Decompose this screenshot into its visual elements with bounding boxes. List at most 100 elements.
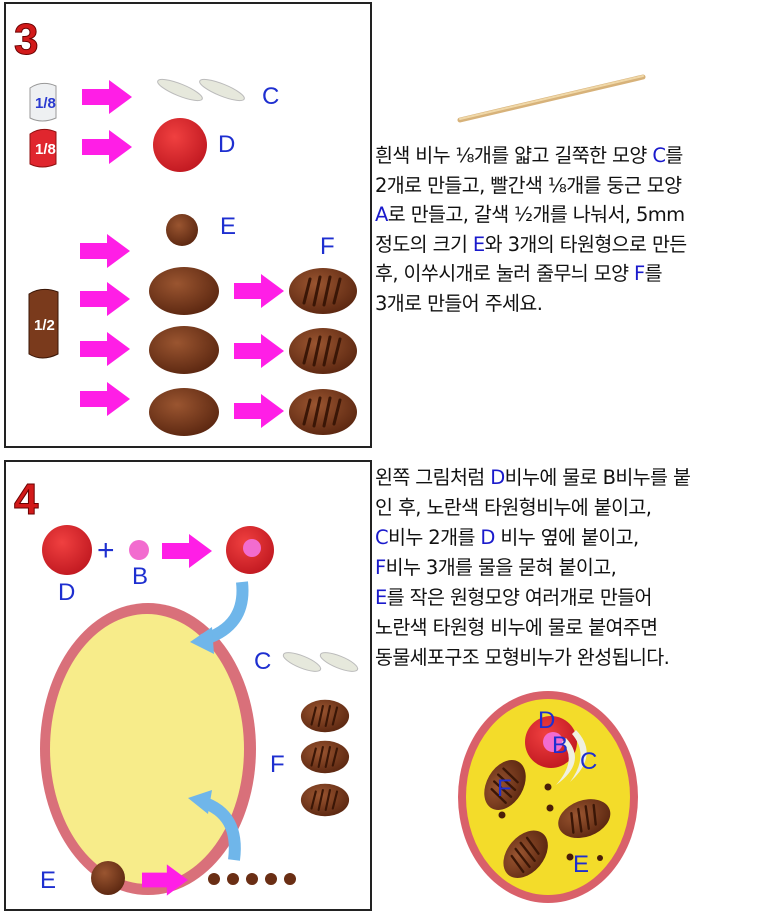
fraction-label: 1/8 <box>35 141 56 158</box>
description-text: 비누에 물로 B비누를 붙 <box>504 466 691 489</box>
arrow-icon <box>80 234 130 268</box>
highlighted-letter: D <box>480 526 495 549</box>
arrow-icon <box>82 130 132 164</box>
brown-oval <box>149 388 219 436</box>
model-label-f: F <box>497 775 512 802</box>
arrow-icon <box>234 274 284 308</box>
step-number: 4 <box>14 475 39 524</box>
red-disc-d <box>153 118 207 172</box>
arrow-icon <box>80 282 130 316</box>
arrow-icon <box>80 382 130 416</box>
curved-arrow-head <box>188 790 212 814</box>
description-text: 비누 2개를 <box>388 526 481 549</box>
label-d: D <box>218 131 235 158</box>
description-text: 를 <box>665 144 683 167</box>
step-4-illustration: 4 D + B C F E <box>14 475 359 896</box>
arrow-icon <box>234 334 284 368</box>
arrow-icon <box>162 534 212 568</box>
step-4-panel: 4 D + B C F E <box>4 460 372 911</box>
description-text: 2개로 만들고, 빨간색 ⅛개를 둥근 모양 <box>375 173 682 197</box>
brown-ball-e <box>91 861 125 895</box>
highlighted-letter: D <box>490 466 505 489</box>
brown-oval <box>149 326 219 374</box>
label-c: C <box>254 648 271 675</box>
description-text: 로 만들고, 갈색 ½개를 나눠서, 5mm <box>387 203 685 226</box>
model-label-c: C <box>580 748 597 775</box>
highlighted-letter: A <box>375 203 388 226</box>
plus-sign: + <box>97 534 115 567</box>
label-d: D <box>58 579 75 606</box>
step-3-illustration: 3 1/8 C 1/8 D E F 1/2 <box>14 15 358 436</box>
description-text: 노란색 타원형 비누에 물로 붙여주면 <box>375 616 658 639</box>
description-line: 흰색 비누 ⅛개를 얇고 길쭉한 모양 C를 <box>375 141 760 171</box>
description-text: 인 후, 노란색 타원형비누에 붙이고, <box>375 496 652 519</box>
cell-body-yellow <box>50 614 244 884</box>
striped-oval-f <box>288 388 358 436</box>
arrow-icon <box>234 394 284 428</box>
description-line: 3개로 만들어 주세요. <box>375 289 760 319</box>
description-line: A로 만들고, 갈색 ½개를 나눠서, 5mm <box>375 200 760 230</box>
description-line: E를 작은 원형모양 여러개로 만들어 <box>375 583 760 613</box>
fraction-label: 1/8 <box>35 95 56 112</box>
brown-ball-e <box>166 214 198 246</box>
step-number: 3 <box>14 15 38 64</box>
highlighted-letter: C <box>652 144 666 167</box>
label-f: F <box>270 751 285 778</box>
white-strip-c <box>282 652 322 672</box>
model-label-b: B <box>552 732 568 759</box>
red-soap-eighth: 1/8 <box>29 128 57 168</box>
striped-oval-f <box>300 740 350 774</box>
highlighted-letter: F <box>634 262 645 285</box>
label-f: F <box>320 233 335 260</box>
description-line: 정도의 크기 E와 3개의 타원형으로 만든 <box>375 230 760 260</box>
description-line: 인 후, 노란색 타원형비누에 붙이고, <box>375 493 760 523</box>
white-strip-c <box>319 652 359 672</box>
combined-b-center <box>243 539 261 557</box>
description-text: 를 <box>644 262 663 285</box>
description-text: 비누 3개를 물을 묻혀 붙이고, <box>385 556 617 579</box>
description-line: F비누 3개를 물을 묻혀 붙이고, <box>375 553 760 583</box>
curved-arrow-head <box>190 627 214 654</box>
model-label-d: D <box>538 707 555 734</box>
toothpick-icon <box>457 74 646 123</box>
description-text: 동물세포구조 모형비누가 완성됩니다. <box>375 646 670 669</box>
description-line: 후, 이쑤시개로 눌러 줄무늬 모양 F를 <box>375 259 760 289</box>
brown-oval <box>149 267 219 315</box>
white-soap-eighth: 1/8 <box>29 82 57 122</box>
description-text: 와 3개의 타원형으로 만든 <box>484 232 688 256</box>
description-text: 3개로 만들어 주세요. <box>375 291 543 315</box>
fraction-label: 1/2 <box>34 317 55 334</box>
highlighted-letter: E <box>472 232 485 256</box>
label-c: C <box>262 83 279 110</box>
label-b: B <box>132 563 148 590</box>
white-strip-c <box>199 78 245 102</box>
highlighted-letter: C <box>375 526 389 549</box>
white-strip-c <box>157 78 203 102</box>
description-line: 2개로 만들고, 빨간색 ⅛개를 둥근 모양 <box>375 171 760 201</box>
striped-oval-f <box>300 783 350 817</box>
description-line: 왼쪽 그림처럼 D비누에 물로 B비누를 붙 <box>375 463 760 493</box>
small-brown-dots <box>208 873 296 885</box>
description-line: 노란색 타원형 비누에 물로 붙여주면 <box>375 613 760 643</box>
description-text: 후, 이쑤시개로 눌러 줄무늬 모양 <box>375 262 635 285</box>
description-text: 흰색 비누 ⅛개를 얇고 길쭉한 모양 <box>375 144 653 167</box>
arrow-icon <box>82 80 132 114</box>
step-3-panel: 3 1/8 C 1/8 D E F 1/2 <box>4 2 372 448</box>
striped-oval-f <box>288 267 358 315</box>
model-label-e: E <box>573 851 589 878</box>
striped-oval-f <box>288 327 358 375</box>
pink-ball-b <box>129 540 149 560</box>
label-e: E <box>220 213 236 240</box>
description-text: 를 작은 원형모양 여러개로 만들어 <box>386 586 653 609</box>
finished-cell-model: D B C F E <box>458 691 638 903</box>
arrow-icon <box>80 332 130 366</box>
description-line: C비누 2개를 D 비누 옆에 붙이고, <box>375 523 760 553</box>
red-disc-d <box>42 525 92 575</box>
description-line: 동물세포구조 모형비누가 완성됩니다. <box>375 643 760 673</box>
brown-soap-half: 1/2 <box>28 288 59 359</box>
description-text: 비누 옆에 붙이고, <box>494 526 639 549</box>
highlighted-letter: F <box>375 556 386 579</box>
description-text: 왼쪽 그림처럼 <box>375 466 491 489</box>
